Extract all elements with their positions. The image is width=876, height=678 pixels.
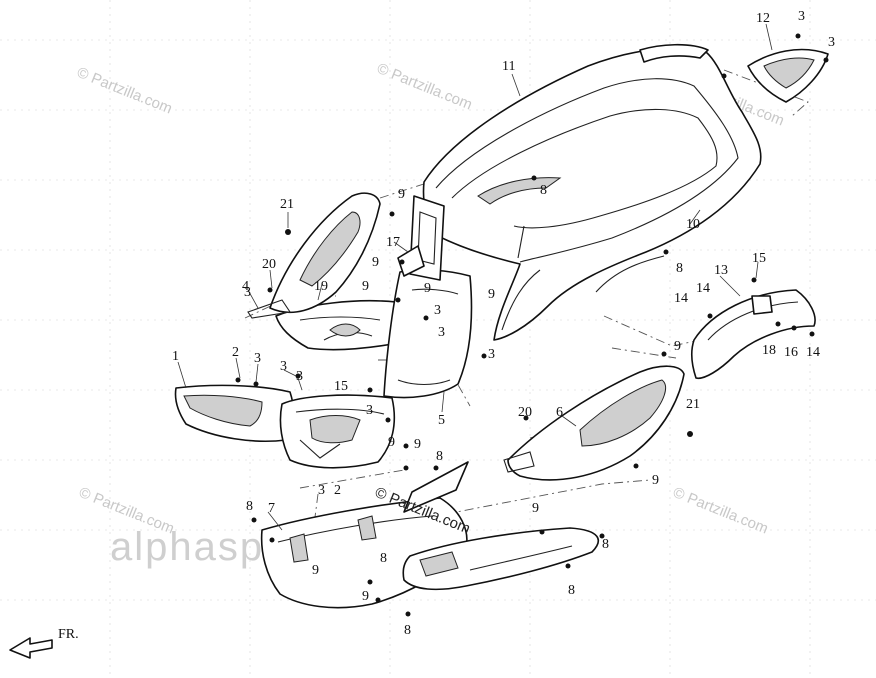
callout-8e: 8: [602, 537, 609, 552]
callout-9b: 9: [372, 255, 379, 270]
callout-19: 19: [314, 279, 328, 294]
callout-8h: 8: [380, 551, 387, 566]
callout-13: 13: [714, 263, 728, 278]
part-left-side-cover: [247, 192, 381, 319]
part-front-under-cover: [174, 384, 295, 443]
callout-4: 4: [242, 279, 249, 294]
callout-14c: 14: [806, 345, 820, 360]
part-taillight-cover: [747, 48, 829, 103]
callout-3j: 3: [828, 35, 835, 50]
callout-8a: 8: [540, 183, 547, 198]
watermark-top-left: © Partzilla.com: [75, 64, 175, 118]
callout-8g: 8: [404, 623, 411, 638]
callout-3a: 3: [254, 351, 261, 366]
callout-20b: 20: [518, 405, 532, 420]
front-direction-indicator: FR.: [9, 627, 79, 659]
callout-10: 10: [686, 217, 700, 232]
callout-9d: 9: [424, 281, 431, 296]
callout-2: 2: [232, 345, 239, 360]
part-rear-fender: [691, 289, 816, 380]
callout-3f: 3: [438, 325, 445, 340]
callout-9e: 9: [488, 287, 495, 302]
callout-1: 1: [172, 349, 179, 364]
callout-9i: 9: [414, 437, 421, 452]
part-bracket-17: [397, 245, 425, 277]
part-inner-center-panel: [275, 300, 408, 351]
callout-20a: 20: [262, 257, 276, 272]
callout-17: 17: [386, 235, 400, 250]
callout-15a: 15: [752, 251, 766, 266]
callout-3b: 3: [280, 359, 287, 374]
callout-21b: 21: [686, 397, 700, 412]
callout-12: 12: [756, 11, 770, 26]
callout-8c: 8: [436, 449, 443, 464]
callout-14b: 14: [696, 281, 710, 296]
callout-3k: 3: [318, 483, 325, 498]
fasteners: [235, 33, 829, 617]
callout-9k: 9: [312, 563, 319, 578]
callout-9l: 9: [362, 589, 369, 604]
callout-9g: 9: [652, 473, 659, 488]
part-step-plate: [402, 527, 600, 591]
callout-3i: 3: [798, 9, 805, 24]
part-right-side-cover: [503, 365, 685, 481]
callout-5: 5: [438, 413, 445, 428]
callout-18: 18: [762, 343, 776, 358]
callout-3e: 3: [434, 303, 441, 318]
callout-3g: 3: [488, 347, 495, 362]
watermark-top-center: © Partzilla.com: [375, 60, 475, 114]
callout-9j: 9: [532, 501, 539, 516]
callout-11: 11: [502, 59, 515, 74]
front-label: FR.: [58, 627, 79, 642]
callout-14a: 14: [674, 291, 688, 306]
callout-3c: 3: [296, 369, 303, 384]
part-rear-body-cover: [422, 43, 762, 341]
callout-9f: 9: [674, 339, 681, 354]
arrow-left-outline-icon: [9, 637, 53, 659]
callout-8d: 8: [246, 499, 253, 514]
callout-3h: 3: [366, 403, 373, 418]
callout-9h: 9: [388, 435, 395, 450]
callout-numbers: 1 2 3 3 3 3 3 3 3 3 3 3 4 5 6 7 8 8 8 8 …: [172, 9, 835, 638]
part-center-bracket: [279, 394, 396, 469]
callout-2b: 2: [334, 483, 341, 498]
watermark-bottom-right: © Partzilla.com: [671, 484, 771, 538]
callout-6: 6: [556, 405, 563, 420]
callout-3d: 3: [244, 285, 251, 300]
leader-lines: [177, 23, 773, 531]
callout-7: 7: [268, 501, 275, 516]
callout-8f: 8: [568, 583, 575, 598]
callout-9c: 9: [362, 279, 369, 294]
callout-15b: 15: [334, 379, 348, 394]
callout-9a: 9: [398, 187, 405, 202]
callout-21a: 21: [280, 197, 294, 212]
callout-16: 16: [784, 345, 798, 360]
callout-8b: 8: [676, 261, 683, 276]
